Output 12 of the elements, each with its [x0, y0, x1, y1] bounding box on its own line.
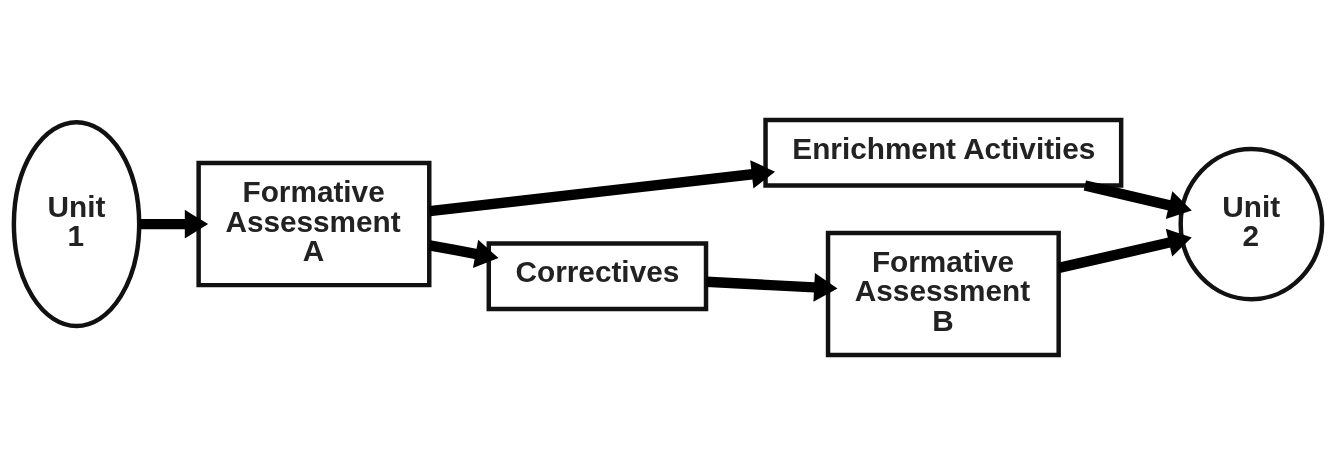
- node-box: Formative Assessment B: [825, 230, 1061, 357]
- node-ellipse: Unit 1: [11, 119, 142, 328]
- arrow: [1057, 228, 1192, 273]
- node-circle: Unit 2: [1178, 146, 1325, 301]
- node-box: Enrichment Activities: [763, 117, 1124, 188]
- arrow: [1083, 179, 1192, 219]
- arrow: [428, 239, 499, 268]
- arrow: [706, 272, 838, 302]
- node-box: Correctives: [486, 240, 709, 311]
- node-box: Formative Assessment A: [196, 160, 432, 287]
- arrow: [429, 159, 776, 216]
- arrow: [139, 209, 209, 238]
